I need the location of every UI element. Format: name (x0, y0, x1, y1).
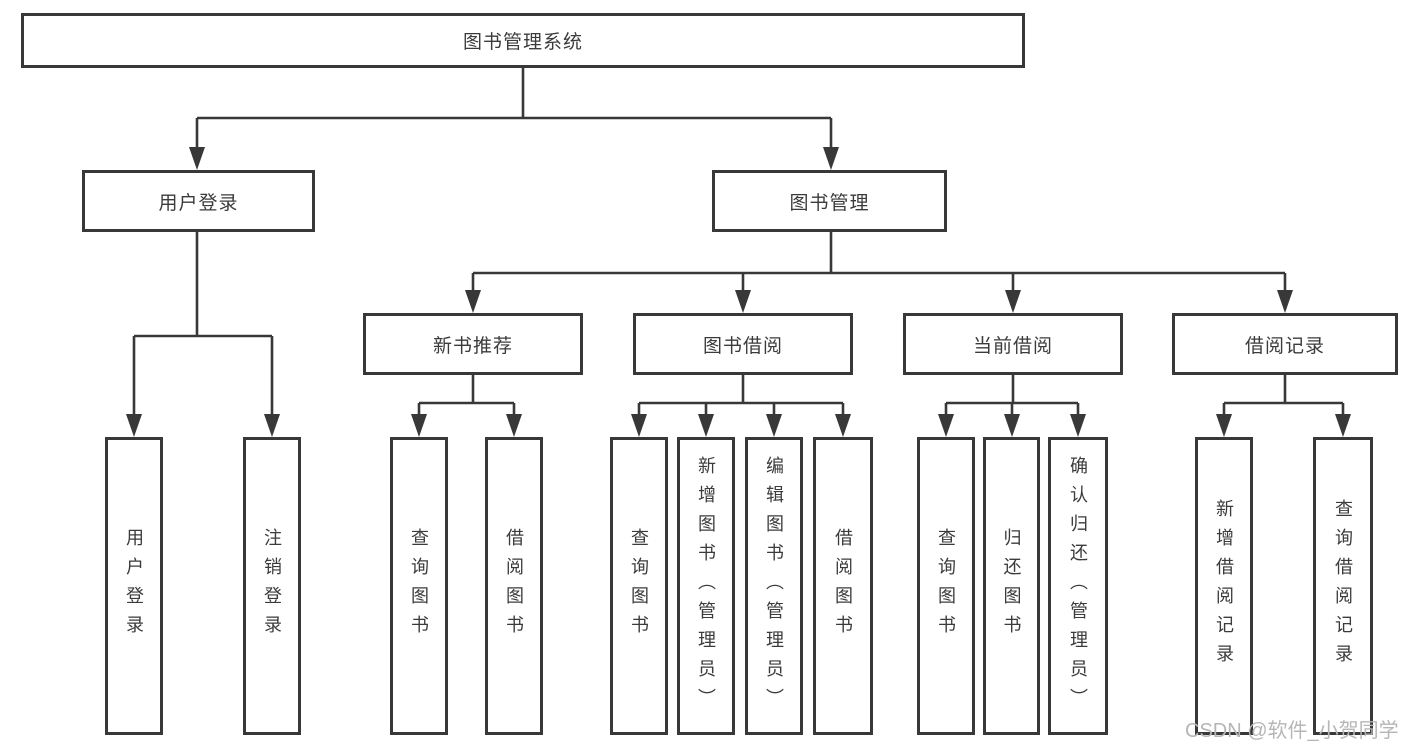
node-label: 新增图书（管理员） (696, 455, 716, 717)
leaf-edit-book-admin: 编辑图书（管理员） (745, 437, 803, 735)
node-root-library-system: 图书管理系统 (21, 13, 1025, 68)
leaf-query-book-recommend: 查询图书 (390, 437, 448, 735)
node-label: 用户登录 (124, 528, 144, 644)
node-new-book-recommendation: 新书推荐 (363, 313, 583, 375)
node-borrowing-records: 借阅记录 (1172, 313, 1398, 375)
leaf-confirm-return-admin: 确认归还（管理员） (1048, 437, 1108, 735)
node-label: 图书管理系统 (462, 32, 583, 53)
csdn-watermark: CSDN @软件_小贺同学 (1185, 720, 1399, 742)
leaf-add-borrow-record: 新增借阅记录 (1195, 437, 1253, 735)
node-label: 用户登录 (158, 192, 239, 214)
node-label: 新书推荐 (432, 335, 513, 357)
node-label: 查询图书 (629, 528, 649, 644)
node-user-login: 用户登录 (82, 170, 315, 232)
leaf-return-book: 归还图书 (983, 437, 1040, 735)
leaf-borrow-book: 借阅图书 (813, 437, 873, 735)
node-label: 编辑图书（管理员） (764, 455, 784, 717)
leaf-query-book-current: 查询图书 (917, 437, 975, 735)
node-label: 当前借阅 (972, 335, 1053, 357)
node-label: 注销登录 (262, 528, 282, 644)
node-label: 借阅记录 (1244, 335, 1325, 357)
node-book-management: 图书管理 (712, 170, 947, 232)
node-label: 图书管理 (789, 192, 870, 214)
node-label: 查询图书 (409, 528, 429, 644)
node-label: 查询图书 (936, 528, 956, 644)
node-label: 查询借阅记录 (1333, 499, 1353, 673)
node-current-borrowing: 当前借阅 (903, 313, 1123, 375)
leaf-logout: 注销登录 (243, 437, 301, 735)
leaf-add-book-admin: 新增图书（管理员） (677, 437, 735, 735)
arrowhead-icons (126, 147, 1351, 437)
leaf-borrow-book-recommend: 借阅图书 (485, 437, 543, 735)
leaf-query-book-borrowing: 查询图书 (610, 437, 668, 735)
node-label: 图书借阅 (702, 335, 783, 357)
node-label: 确认归还（管理员） (1068, 455, 1088, 717)
node-label: 借阅图书 (504, 528, 524, 644)
node-label: 借阅图书 (833, 528, 853, 644)
leaf-user-login: 用户登录 (105, 437, 163, 735)
leaf-query-borrow-record: 查询借阅记录 (1313, 437, 1373, 735)
node-label: 新增借阅记录 (1214, 499, 1234, 673)
node-label: 归还图书 (1001, 528, 1022, 644)
node-book-borrowing: 图书借阅 (633, 313, 853, 375)
